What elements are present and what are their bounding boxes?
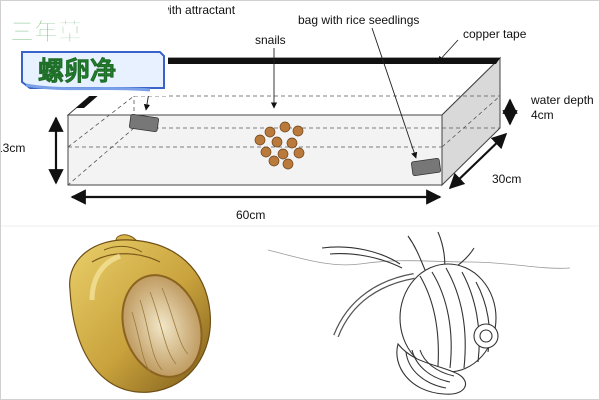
label-length: 60cm [236,208,265,222]
snail [282,158,294,170]
bag-rice-seedlings [411,157,441,177]
snail [254,134,266,146]
label-height: 13cm [0,141,25,155]
snail [268,155,280,167]
snail [279,121,291,133]
label-bag-rice-seedlings: bag with rice seedlings [298,13,419,27]
brand-logo: 三年草 螺卵净 [0,0,168,96]
tank-diagram: bag with attractant bag with rice seedli… [0,3,594,222]
label-width: 30cm [492,172,521,186]
snail [264,126,276,138]
snail-photo [69,234,212,393]
snail-sketch [267,231,571,395]
logo-line-1: 三年草 [10,18,82,46]
snail [260,146,272,158]
snail [293,147,305,159]
width-dimension-arrow [448,132,508,190]
dimension-arrows [48,98,518,205]
snail [277,148,289,160]
label-copper-tape: copper tape [463,27,527,41]
tank-hidden-edges [67,58,501,186]
label-water-depth: water depth [530,93,594,107]
logo-banner [21,51,165,92]
copper-tape-back [134,58,500,64]
snail-cluster [254,121,305,170]
bag-attractant [129,113,159,133]
snail [271,136,283,148]
label-snails: snails [255,33,286,47]
snail [286,137,298,149]
label-water-depth-value: 4cm [531,108,554,122]
logo-line-2: 螺卵净 [38,57,116,87]
snail [292,125,304,137]
tank-front-face [67,114,443,186]
